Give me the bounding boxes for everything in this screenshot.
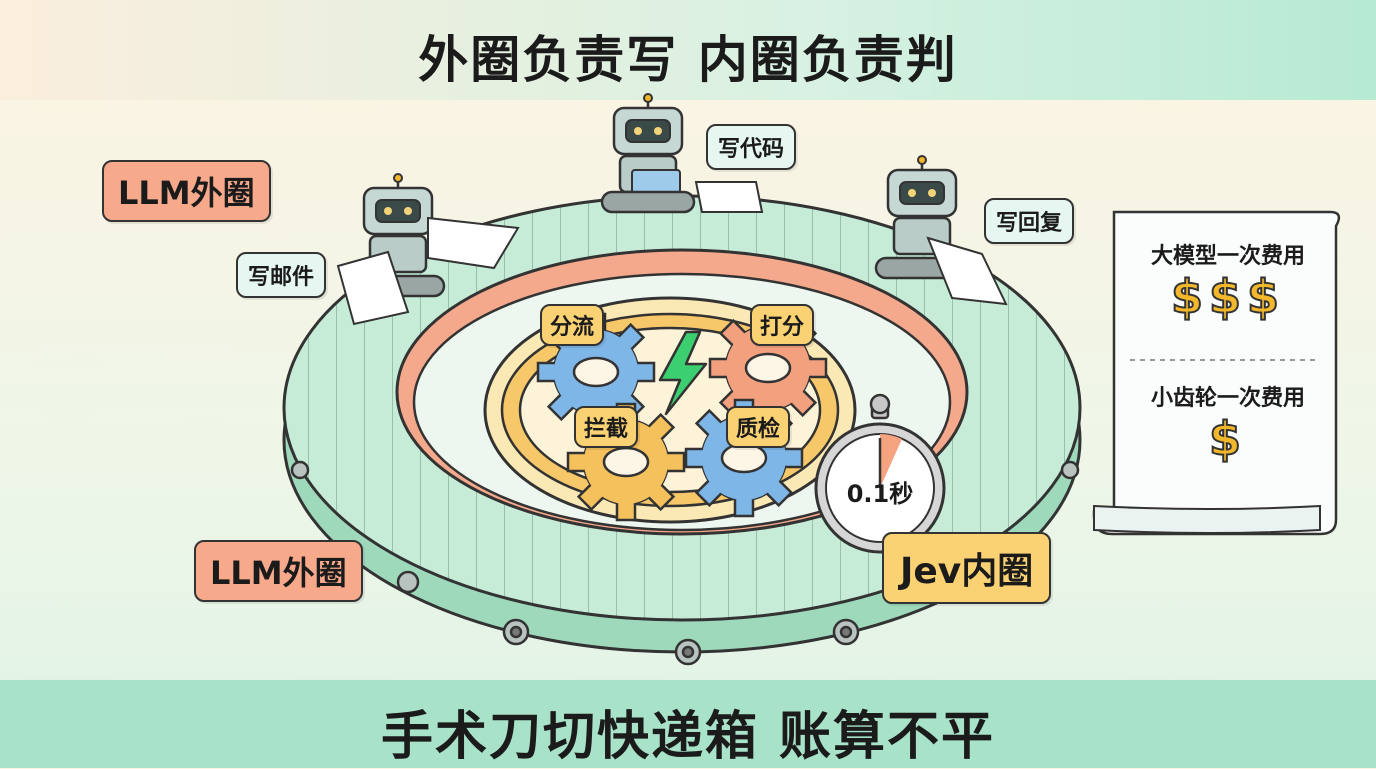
robot-task-label: 写邮件 — [236, 252, 327, 298]
gear-label-block: 拦截 — [574, 406, 639, 448]
robot-icon — [874, 155, 1008, 306]
footer-caption: 手术刀切快递箱 账算不平 — [380, 707, 996, 767]
robot-task-label: 写代码 — [706, 124, 797, 170]
cost-receipt — [1092, 210, 1341, 536]
gear-cost-label: 小齿轮一次费用 — [1150, 386, 1305, 411]
llm-cost-label: 大模型一次费用 — [1150, 244, 1305, 269]
robot-task-label: 写回复 — [984, 198, 1075, 244]
llm-cost-value: $$$ — [1170, 269, 1286, 325]
gear-cost-value: $ — [1208, 411, 1247, 467]
gear-label-qa: 质检 — [726, 406, 791, 448]
page-title: 外圈负责写 内圈负责判 — [418, 31, 958, 89]
lightning-icon — [658, 330, 708, 416]
inner-ring-label: Jev内圈 — [882, 532, 1052, 604]
header-band — [0, 0, 1376, 100]
robot-icon — [600, 93, 764, 214]
outer-ring-label: LLM外圈 — [194, 540, 363, 602]
stopwatch-icon — [814, 393, 946, 554]
gear-label-score: 打分 — [750, 304, 815, 346]
gear-label-route: 分流 — [540, 304, 605, 346]
timer-readout: 0.1秒 — [846, 480, 914, 508]
robot-icon — [336, 173, 520, 326]
outer-ring-label: LLM外圈 — [102, 160, 271, 222]
footer-band — [0, 680, 1376, 768]
